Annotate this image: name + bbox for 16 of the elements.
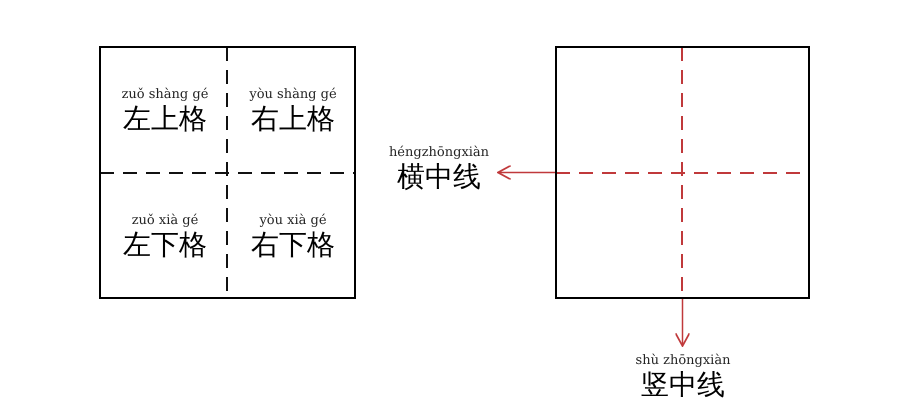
chinese-label: 左下格 [123, 229, 207, 261]
pinyin-label: yòu shàng gé [249, 87, 337, 103]
guide-square [555, 46, 810, 299]
chinese-label: 右上格 [251, 103, 335, 135]
grid-square [99, 46, 356, 299]
chinese-label: 左上格 [123, 103, 207, 135]
chinese-label: 竖中线 [641, 369, 725, 401]
pinyin-label: zuǒ xià gé [132, 213, 198, 229]
pinyin-label: zuǒ shàng gé [122, 87, 208, 103]
arrow [497, 164, 555, 180]
pinyin-label: shù zhōngxiàn [636, 353, 730, 369]
pinyin-label: héngzhōngxiàn [388, 145, 490, 161]
pinyin-label: yòu xià gé [259, 213, 327, 229]
chinese-label: 右下格 [251, 229, 335, 261]
arrow [674, 299, 690, 347]
chinese-label: 横中线 [397, 161, 481, 193]
